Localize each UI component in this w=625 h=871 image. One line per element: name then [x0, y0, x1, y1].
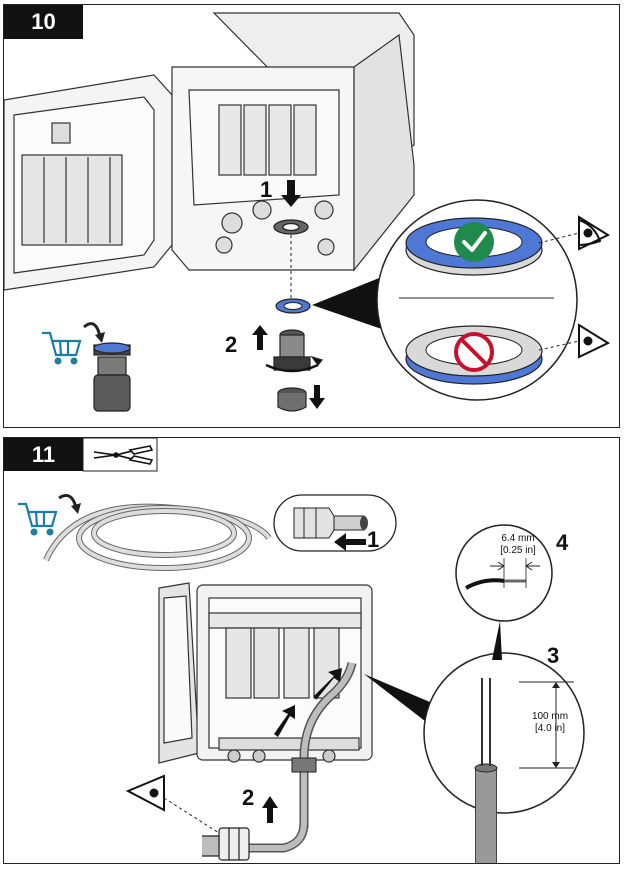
enclosure-front: [158, 582, 373, 764]
step-10-illustration: [4, 12, 611, 412]
gland-cap: [277, 387, 307, 412]
arrow-icon: [334, 533, 366, 551]
step-10-panel: 10: [3, 4, 620, 428]
eye-icon: [125, 774, 165, 812]
arrow-icon: [262, 796, 278, 823]
check-icon: [454, 222, 494, 262]
cable-gland-detail: [273, 494, 397, 552]
wire-strip-detail: [455, 524, 553, 622]
arrow-icon: [274, 705, 295, 737]
step-4-label: 4: [556, 530, 569, 555]
arrow-icon: [314, 668, 342, 700]
arrow-icon: [281, 180, 301, 207]
step-2-label: 2: [225, 332, 238, 357]
cable-gland-kit: [93, 342, 131, 412]
step-1-label: 1: [367, 527, 380, 552]
enclosure-body: [171, 12, 415, 272]
cable-gland: [202, 827, 250, 861]
shopping-cart-icon: [18, 502, 58, 536]
cable-gland-body: [265, 329, 324, 373]
strip-length-in: [0.25 in]: [500, 545, 536, 556]
step-11-illustration: [18, 438, 585, 863]
jacket-length-mm: 100 mm: [531, 711, 569, 722]
eye-icon: [578, 215, 611, 251]
jacket-length-in: [4.0 in]: [534, 723, 566, 734]
arrow-icon: [252, 325, 268, 350]
o-ring: [275, 298, 311, 314]
step-3-label: 3: [547, 643, 560, 668]
step-2-label: 2: [242, 785, 255, 810]
lock-nut: [273, 219, 309, 235]
step-1-label: 1: [260, 177, 273, 202]
jacket-length-dimension: 100 mm [4.0 in]: [519, 711, 581, 735]
step-11-number: 11: [4, 438, 83, 471]
wire-stripper-icon: [93, 445, 154, 465]
cable-coil: [43, 503, 272, 571]
step-11-panel: 11: [3, 437, 620, 864]
strip-length-dimension: 6.4 mm [0.25 in]: [488, 533, 548, 557]
o-ring-orientation-detail: [376, 199, 578, 401]
arrow-icon: [309, 385, 325, 409]
step-10-number: 10: [4, 5, 83, 39]
shopping-cart-icon: [42, 331, 82, 365]
prohibited-icon: [454, 332, 494, 372]
cable-jacket-strip-detail: [423, 652, 585, 863]
enclosure-door: [4, 74, 173, 291]
strip-length-mm: 6.4 mm: [501, 533, 535, 544]
eye-icon: [578, 323, 611, 359]
